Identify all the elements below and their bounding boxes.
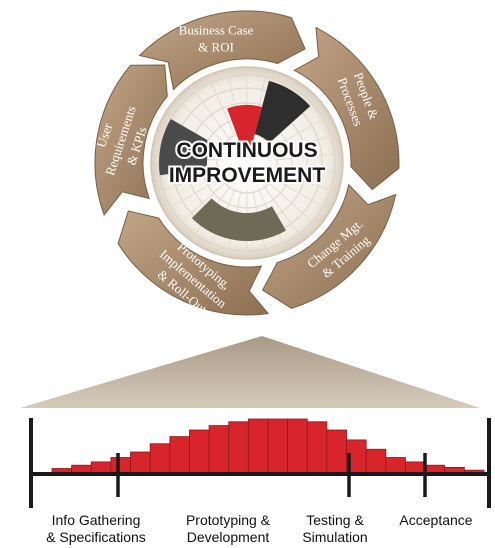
- phase-testing: Testing & Simulation: [285, 512, 385, 546]
- center-hub: CONTINUOUS IMPROVEMENT: [150, 66, 344, 260]
- segment-prototyping: [117, 210, 270, 316]
- effort-bars: [51, 418, 485, 475]
- effort-bar: [247, 418, 269, 475]
- phase-info-gathering-line-2: & Specifications: [46, 529, 146, 545]
- hub-spoke: [267, 181, 315, 224]
- hub-spoke: [270, 117, 326, 150]
- hub-spoke: [209, 80, 237, 138]
- phase-acceptance-line-1: Acceptance: [399, 512, 473, 528]
- effort-bar: [385, 457, 406, 475]
- phase-testing-line-2: Simulation: [302, 529, 368, 545]
- phase-info-gathering-line-1: Info Gathering: [51, 512, 141, 528]
- segment-user-requirements-label: UserRequirements& KPIs: [86, 99, 155, 183]
- effort-bar: [110, 457, 131, 475]
- hub-spoke: [274, 153, 337, 161]
- hub-spoke: [273, 171, 333, 192]
- timeline-axis: [29, 418, 491, 508]
- phase-prototyping-line-1: Prototyping &: [185, 512, 271, 528]
- phase-acceptance: Acceptance: [383, 512, 489, 529]
- effort-bar: [267, 418, 289, 475]
- segment-change-mgt: [261, 183, 397, 309]
- phase-prototyping-line-2: Development: [186, 529, 270, 545]
- segment-business-case-label-line: Business Case: [179, 22, 254, 37]
- effort-bar: [228, 421, 249, 475]
- phase-prototyping: Prototyping & Development: [163, 512, 293, 546]
- grey-wedge-left: [159, 119, 213, 176]
- effort-bar: [149, 443, 171, 475]
- hub-spoke: [179, 102, 227, 145]
- effort-bar: [287, 418, 308, 475]
- effort-bar: [189, 429, 210, 475]
- segment-user-requirements-label-line: User: [93, 121, 115, 150]
- effort-bar: [326, 429, 347, 475]
- hub-spoke: [193, 89, 231, 141]
- effort-bar: [130, 451, 151, 475]
- effort-bar: [306, 421, 328, 475]
- dark-wedge: [254, 80, 311, 143]
- red-wedge: [227, 105, 263, 147]
- hub-spoke: [263, 185, 301, 237]
- segment-business-case: [138, 10, 306, 91]
- segment-user-requirements: [94, 64, 168, 217]
- center-title-line-2: IMPROVEMENT: [169, 164, 326, 187]
- phase-testing-line-1: Testing &: [306, 512, 364, 528]
- hub-spoke: [168, 176, 224, 209]
- effort-bar: [208, 425, 230, 475]
- center-title-line-1: CONTINUOUS: [176, 139, 317, 162]
- zoom-fan: [20, 336, 480, 408]
- phase-info-gathering: Info Gathering & Specifications: [31, 512, 161, 546]
- segment-people-processes: [293, 26, 400, 191]
- olive-wedge: [191, 198, 286, 242]
- hub-spoke: [274, 165, 337, 173]
- hub-spoke: [273, 134, 333, 155]
- hub-spoke: [270, 176, 326, 209]
- effort-bar: [169, 436, 190, 475]
- segment-business-case-label-line: & ROI: [198, 39, 234, 54]
- hub-spoke: [161, 171, 221, 192]
- effort-bar: [365, 448, 387, 475]
- hub-spoke: [179, 181, 227, 224]
- segment-business-case-label: Business Case & ROI: [179, 22, 254, 54]
